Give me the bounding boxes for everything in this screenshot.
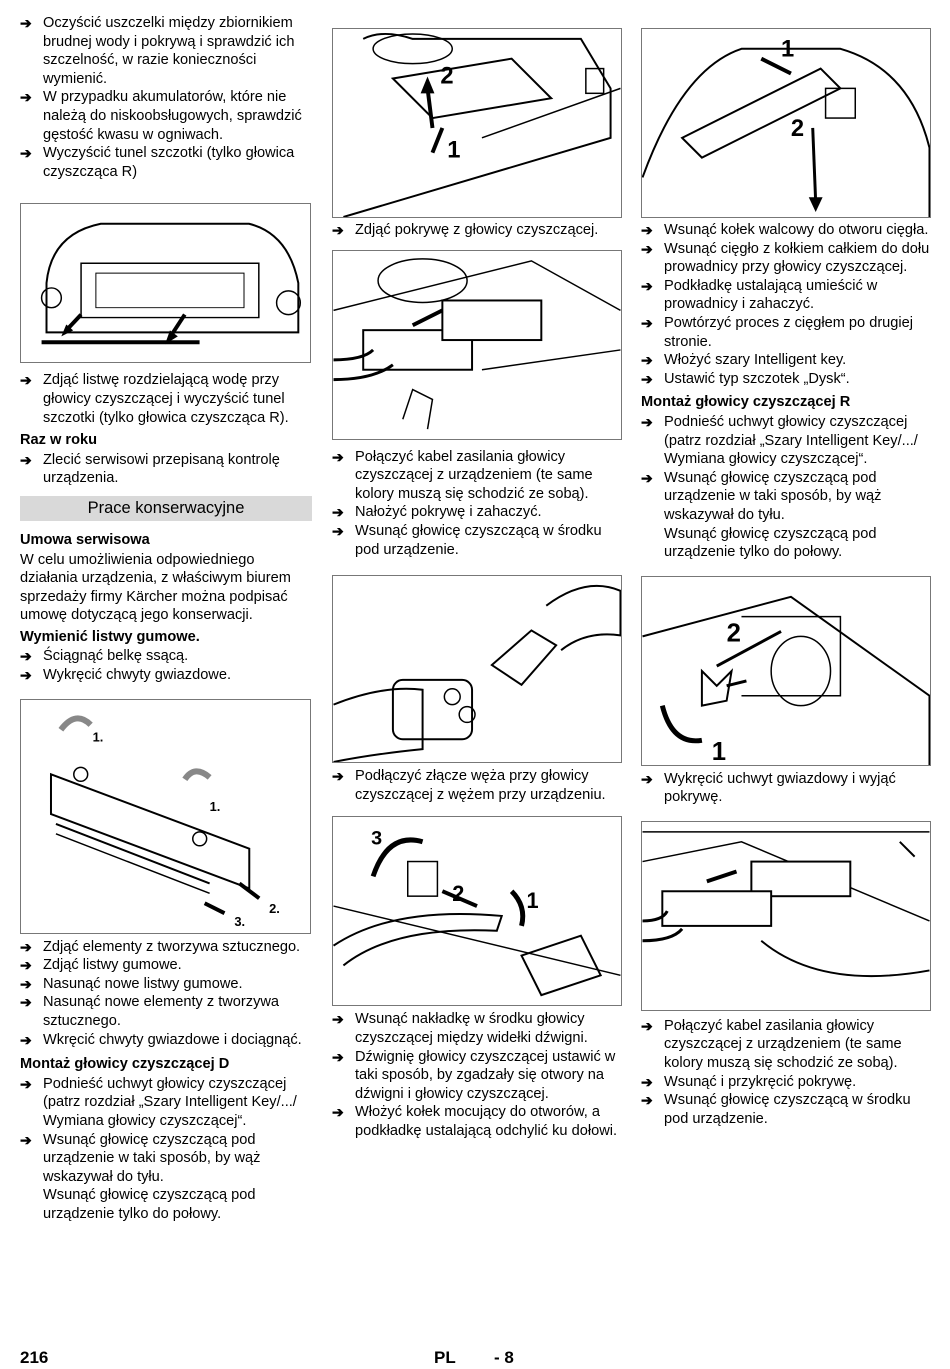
rubber-lips-illustration: 1. 1. 2. 3. [49,715,280,929]
fig-label: 1 [781,37,794,63]
col2-after-figure4-steps: Wsunąć nakładkę w środku głowicy czyszcz… [332,1010,622,1140]
list-item: Wsunąć i przykręcić pokrywę. [641,1073,931,1092]
column-3: 1 2 Wsunąć kołek walcowy do otworu cięgł… [641,14,931,1128]
mount-d-note: Wsunąć głowicę czyszczącą pod urządzenie… [43,1187,256,1222]
list-item: Wyczyścić tunel szczotki (tylko głowica … [20,144,312,181]
list-item: Wsunąć kołek walcowy do otworu cięgła. [641,221,931,240]
list-item: Oczyścić uszczelki między zbiornikiem br… [20,14,312,88]
list-item: Wkręcić chwyty gwiazdowe i dociągnąć. [20,1031,312,1050]
fig-label: 2 [452,881,464,906]
after-figure1-steps: Zdjąć listwę rozdzielającą wodę przy gło… [20,371,312,427]
lever-mount-illustration: 3 2 1 [333,828,621,997]
figure-power-connector-r [641,820,931,1011]
figure-brush-tunnel [20,203,311,364]
list-item: Nałożyć pokrywę i zahaczyć. [332,503,622,522]
list-item: Ustawić typ szczotek „Dysk“. [641,370,931,389]
list-item: Zdjąć listwy gumowe. [20,956,312,975]
list-item: Podłączyć złącze węża przy głowicy czysz… [332,767,622,804]
list-item: Podnieść uchwyt głowicy czyszczącej (pat… [20,1075,312,1131]
fig-label: 2 [791,116,804,142]
col2-after-figure1-steps: Zdjąć pokrywę z głowicy czyszczącej. [332,221,622,240]
col3-after-figure2-steps: Wykręcić uchwyt gwiazdowy i wyjąć pokryw… [641,770,931,807]
list-item: Wsunąć głowicę czyszczącą pod urządzenie… [20,1131,312,1187]
language-code: PL [434,1348,456,1367]
figure-pull-rod: 1 2 [641,28,931,218]
fig-label: 1. [93,729,104,744]
fig-label: 2 [440,63,453,89]
fig-label: 2 [727,619,741,647]
rubber-steps: Ściągnąć belkę ssącą.Wykręcić chwyty gwi… [20,647,312,684]
figure-rubber-lips: 1. 1. 2. 3. [20,698,311,934]
list-item: Zdjąć listwę rozdzielającą wodę przy gło… [20,371,312,427]
hose-coupling-illustration [333,585,621,763]
list-item: Powtórzyć proces z cięgłem po drugiej st… [641,314,931,351]
fig-label: 2. [269,901,280,916]
intro-steps: Oczyścić uszczelki między zbiornikiem br… [20,14,312,181]
list-item: Zdjąć pokrywę z głowicy czyszczącej. [332,221,622,240]
brush-tunnel-illustration [40,223,302,345]
fig-label: 3 [371,828,382,850]
list-item: Połączyć kabel zasilania głowicy czyszcz… [641,1017,931,1073]
figure-lever-mount: 3 2 1 [332,816,622,1007]
list-item: Zdjąć elementy z tworzywa sztucznego. [20,938,312,957]
sub-page-number: - 8 [494,1348,514,1367]
column-2: 2 1 Zdjąć pokrywę z głowicy czyszczącej.… [332,14,622,1141]
col3-after-figure1-steps: Wsunąć kołek walcowy do otworu cięgła.Ws… [641,221,931,388]
list-item: Włożyć szary Intelligent key. [641,351,931,370]
mount-d-steps: Podnieść uchwyt głowicy czyszczącej (pat… [20,1075,312,1187]
list-item: Wsunąć głowicę czyszczącą w środku pod u… [332,522,622,559]
rubber-heading: Wymienić listwy gumowe. [20,628,200,645]
mount-r-note: Wsunąć głowicę czyszczącą pod urządzenie… [664,525,877,561]
contract-text: W celu umożliwienia odpowiedniego działa… [20,551,291,624]
figure-cover-removal: 2 1 [332,28,622,218]
figure-power-connector [332,249,622,440]
mount-r-steps: Podnieść uchwyt głowicy czyszczącej (pat… [641,413,931,525]
list-item: Wsunąć głowicę czyszczącą w środku pod u… [641,1091,931,1128]
figure-star-grip: 2 1 [641,575,931,766]
fig-label: 1 [447,138,460,164]
list-item: Wsunąć cięgło z kołkiem całkiem do dołu … [641,240,931,277]
list-item: Podnieść uchwyt głowicy czyszczącej (pat… [641,413,931,469]
list-item: Ściągnąć belkę ssącą. [20,647,312,666]
after-figure2-steps: Zdjąć elementy z tworzywa sztucznego.Zdj… [20,938,312,1050]
column-1: Oczyścić uszczelki między zbiornikiem br… [20,14,312,1224]
page-number: 216 [20,1348,49,1367]
list-item: Zlecić serwisowi przepisaną kontrolę urz… [20,451,312,488]
list-item: Wykręcić uchwyt gwiazdowy i wyjąć pokryw… [641,770,931,807]
fig-label: 1 [712,738,726,765]
col2-after-figure3-steps: Podłączyć złącze węża przy głowicy czysz… [332,767,622,804]
mount-r-heading: Montaż głowicy czyszczącej R [641,394,851,411]
list-item: Nasunąć nowe listwy gumowe. [20,975,312,994]
yearly-steps: Zlecić serwisowi przepisaną kontrolę urz… [20,451,312,488]
list-item: Nasunąć nowe elementy z tworzywa sztuczn… [20,993,312,1030]
list-item: Podkładkę ustalającą umieścić w prowadni… [641,277,931,314]
pull-rod-illustration: 1 2 [642,37,930,217]
fig-label: 3. [234,914,245,929]
list-item: W przypadku akumulatorów, które nie nale… [20,88,312,144]
star-grip-illustration: 2 1 [642,595,930,765]
yearly-heading: Raz w roku [20,432,98,449]
list-item: Włożyć kołek mocujący do otworów, a podk… [332,1103,622,1140]
contract-heading: Umowa serwisowa [20,531,150,548]
list-item: Wsunąć głowicę czyszczącą pod urządzenie… [641,469,931,525]
cover-removal-illustration: 2 1 [343,32,621,217]
power-connector-illustration [333,257,621,429]
col2-after-figure2-steps: Połączyć kabel zasilania głowicy czyszcz… [332,448,622,560]
mount-d-heading: Montaż głowicy czyszczącej D [20,1056,230,1073]
figure-hose-coupling [332,575,622,764]
section-banner: Prace konserwacyjne [20,495,312,521]
power-connector-r-illustration [642,831,930,977]
list-item: Wsunąć nakładkę w środku głowicy czyszcz… [332,1010,622,1047]
list-item: Dźwignię głowicy czyszczącej ustawić w t… [332,1048,622,1104]
list-item: Wykręcić chwyty gwiazdowe. [20,666,312,685]
col3-after-figure3-steps: Połączyć kabel zasilania głowicy czyszcz… [641,1017,931,1129]
list-item: Połączyć kabel zasilania głowicy czyszcz… [332,448,622,504]
fig-label: 1. [210,799,221,814]
fig-label: 1 [526,888,538,913]
